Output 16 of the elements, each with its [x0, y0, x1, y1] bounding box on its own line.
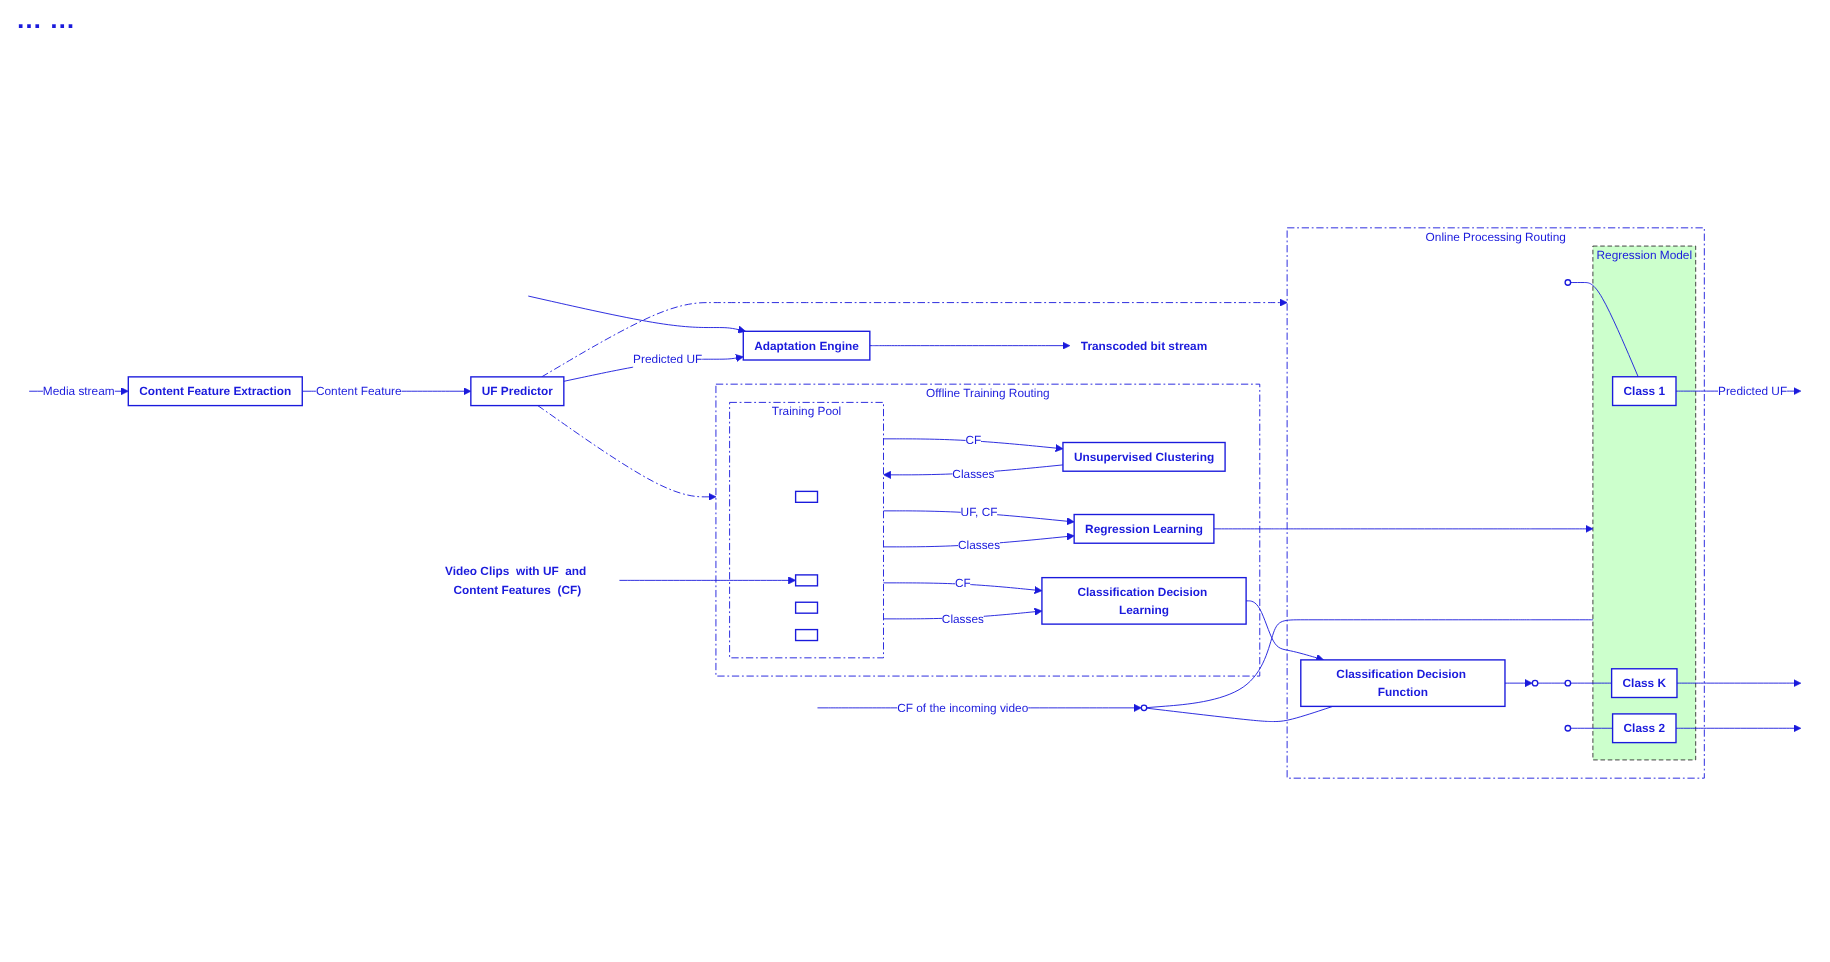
connector: [1146, 705, 1334, 722]
node-circle: [1564, 279, 1572, 286]
connector: [1146, 619, 1594, 709]
ellipsis-label: … …: [16, 4, 76, 34]
node-box: [794, 574, 819, 587]
connector: [1570, 282, 1639, 378]
node-circle: [1531, 679, 1539, 687]
node-circle: [1564, 679, 1572, 687]
node-circle: [1564, 724, 1572, 732]
connector: [1570, 727, 1614, 729]
node-box: [794, 628, 819, 642]
node-box: [794, 601, 819, 614]
connector: [1570, 682, 1613, 684]
connector: [1537, 682, 1566, 684]
node-circle: [1140, 704, 1148, 712]
node-box: [794, 490, 819, 503]
